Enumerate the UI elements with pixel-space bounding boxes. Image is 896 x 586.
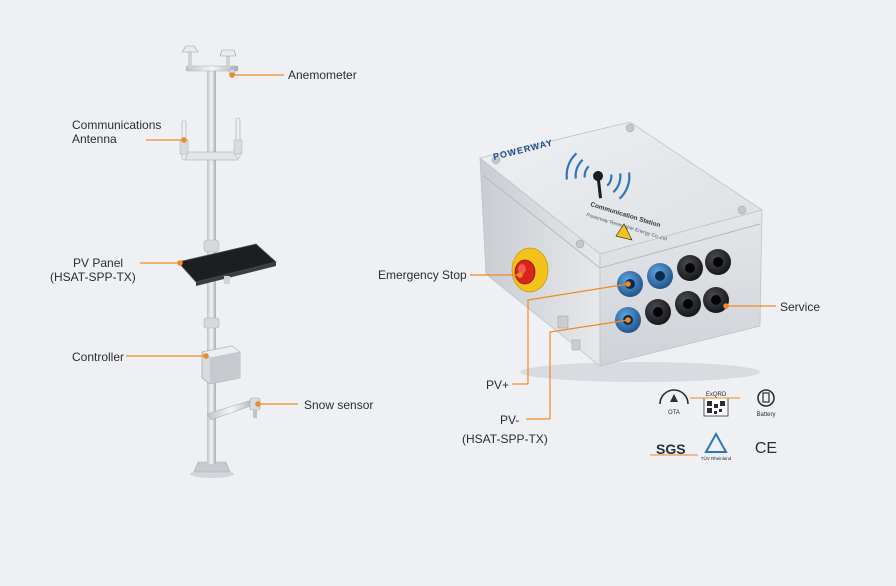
pv-minus-label-line1: PV- xyxy=(500,413,520,427)
service-label: Service xyxy=(780,300,821,314)
tuv-label: TÜV Rheinland xyxy=(701,455,732,461)
ce-label: CE xyxy=(755,440,777,457)
controller-label: Controller xyxy=(72,350,125,364)
pv-panel-icon xyxy=(177,243,277,286)
emergency-stop-icon[interactable] xyxy=(511,247,549,293)
emergency-stop-label: Emergency Stop xyxy=(378,268,467,282)
anemometer-icon xyxy=(181,45,237,76)
antenna-label-line2: Antenna xyxy=(72,132,117,146)
antenna-icon xyxy=(179,117,243,161)
sgs-label: SGS xyxy=(656,441,686,457)
antenna-label-line1: Communications xyxy=(72,118,162,132)
ota-badge: OTA xyxy=(659,389,689,416)
warning-icon xyxy=(615,223,633,241)
pv-plus-label: PV+ xyxy=(486,378,510,392)
battery-label: Battery xyxy=(756,412,775,418)
wireless-signal-icon xyxy=(565,152,631,200)
pv-panel-label-line2: (HSAT-SPP-TX) xyxy=(50,270,136,284)
exqrd-badge: ExQRD xyxy=(703,392,729,417)
ce-badge: CE xyxy=(755,440,777,457)
communication-station-box: POWERWAY Communication Station Powerway … xyxy=(479,121,763,382)
battery-badge: Battery xyxy=(756,389,776,418)
certifications: OTA ExQRD Battery SGS TÜV Rheinland CE xyxy=(650,389,777,461)
weather-station-pole xyxy=(177,45,277,478)
snow-sensor-label: Snow sensor xyxy=(304,398,374,412)
anemometer-label: Anemometer xyxy=(288,68,357,82)
left-leader-lines xyxy=(126,72,298,407)
cable-glands xyxy=(615,249,731,333)
controller-icon xyxy=(201,345,241,385)
pv-minus-label-line2: (HSAT-SPP-TX) xyxy=(462,432,548,446)
pv-panel-label-line1: PV Panel xyxy=(73,256,124,270)
exqrd-label: ExQRD xyxy=(706,392,727,398)
snow-sensor-icon xyxy=(206,397,261,421)
tuv-badge: TÜV Rheinland xyxy=(701,431,732,461)
right-leader-lines xyxy=(470,272,776,420)
sgs-badge: SGS xyxy=(650,441,698,457)
ota-label: OTA xyxy=(668,410,680,416)
